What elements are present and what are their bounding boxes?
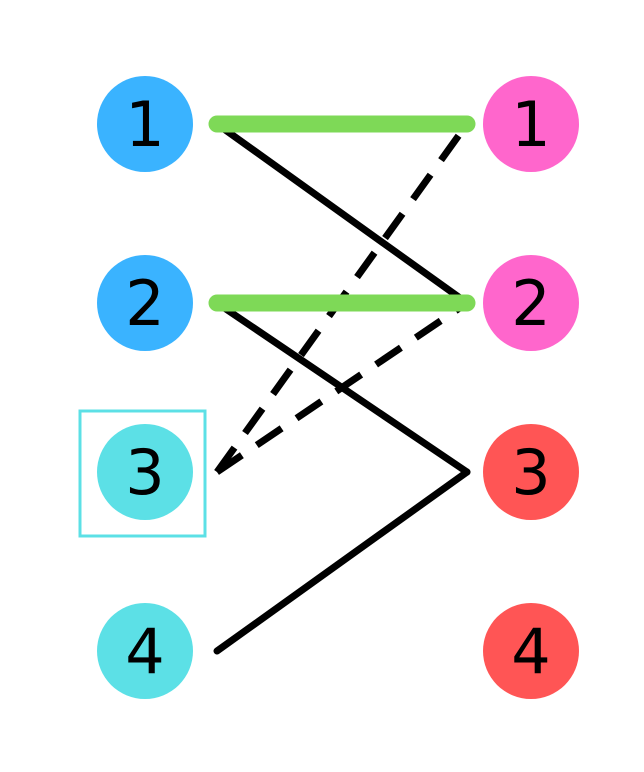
node-circle xyxy=(97,76,193,172)
edge-l1-r2-solid xyxy=(213,120,471,307)
node-label: 3 xyxy=(511,436,550,509)
node-label: 2 xyxy=(125,267,164,340)
node-circle xyxy=(483,255,579,351)
node-label: 2 xyxy=(511,267,550,340)
edge-l3-r2-dashed xyxy=(215,300,469,475)
right-node-3: 3 xyxy=(483,424,579,520)
edge-l4-r3-solid xyxy=(213,468,471,655)
node-label: 4 xyxy=(511,615,550,688)
edges-layer xyxy=(208,115,476,655)
left-node-1: 1 xyxy=(97,76,193,172)
node-label: 1 xyxy=(125,88,164,161)
node-circle xyxy=(97,255,193,351)
left-node-3: 3 xyxy=(78,409,207,538)
node-circle xyxy=(97,603,193,699)
node-circle xyxy=(97,424,193,520)
highlight-box xyxy=(78,409,207,538)
node-circle xyxy=(483,424,579,520)
left-node-2: 2 xyxy=(97,255,193,351)
node-circle xyxy=(483,76,579,172)
right-node-4: 4 xyxy=(483,603,579,699)
right-node-1: 1 xyxy=(483,76,579,172)
node-label: 4 xyxy=(125,615,164,688)
right-node-2: 2 xyxy=(483,255,579,351)
nodes-layer: 1 2 3 4 1 2 3 4 xyxy=(78,76,579,699)
left-node-4: 4 xyxy=(97,603,193,699)
node-circle xyxy=(483,603,579,699)
node-label: 1 xyxy=(511,88,550,161)
node-label: 3 xyxy=(125,436,164,509)
